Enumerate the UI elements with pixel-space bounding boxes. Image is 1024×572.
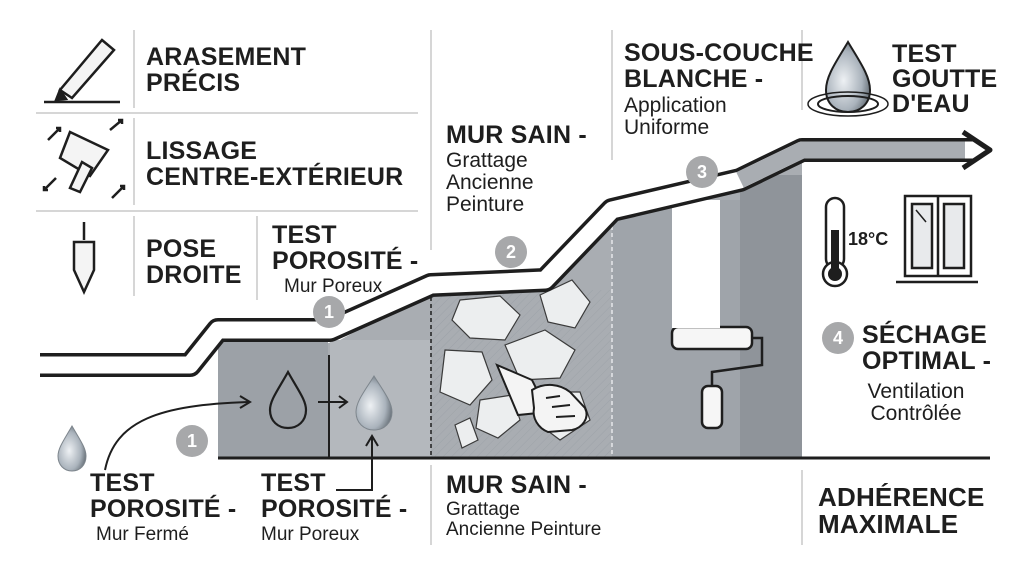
step-badge-1-top: 1 xyxy=(313,296,345,328)
undercoat-stripe xyxy=(672,200,720,328)
temperature-label: 18°C xyxy=(848,229,889,249)
step-drying: SÉCHAGE OPTIMAL - xyxy=(862,321,992,376)
step-porosity-top: TEST POROSITÉ - Mur Poreux xyxy=(272,221,419,297)
step-sound-wall-top: MUR SAIN - Grattage Ancienne Peinture xyxy=(446,121,587,217)
trowel-icon xyxy=(42,118,126,199)
result-max-adhesion: ADHÉRENCE MAXIMALE xyxy=(818,482,985,540)
step-undercoat: SOUS-COUCHE BLANCHE - Application Unifor… xyxy=(624,39,814,139)
sidebar-item-arasement: ARASEMENT PRÉCIS xyxy=(146,43,307,98)
bottom-porous-wall: TEST POROSITÉ - Mur Poreux xyxy=(261,469,408,545)
step-drying-subtitle: Ventilation Contrôlée xyxy=(867,380,965,426)
sidebar-item-pose: POSE DROITE xyxy=(146,235,242,290)
scraper-hand-icon xyxy=(495,363,588,434)
step-badge-3: 3 xyxy=(686,156,718,188)
utility-knife-icon xyxy=(44,38,120,104)
paint-roller-icon xyxy=(670,325,764,430)
window-icon xyxy=(896,194,978,284)
plumb-bob-icon xyxy=(72,222,96,296)
step-water-drop-test: TEST GOUTTE D'EAU xyxy=(892,40,998,118)
bottom-closed-wall: TEST POROSITÉ - Mur Fermé xyxy=(90,469,237,545)
step-badge-2: 2 xyxy=(495,236,527,268)
bottom-badge-1: 1 xyxy=(176,425,208,457)
water-drop-bead-icon xyxy=(57,424,87,472)
water-drop-absorbed-icon xyxy=(355,375,393,431)
step-badge-4: 4 xyxy=(822,322,854,354)
water-drop-outline-icon xyxy=(268,369,308,430)
stepped-process-path xyxy=(40,129,993,377)
flow-arrows xyxy=(104,395,379,491)
water-drop-ripple-icon xyxy=(807,40,889,117)
sidebar-grid xyxy=(36,30,803,545)
sidebar-item-lissage: LISSAGE CENTRE-EXTÉRIEUR xyxy=(146,137,404,192)
bottom-sound-wall: MUR SAIN - Grattage Ancienne Peinture xyxy=(446,471,602,541)
thermometer-icon xyxy=(821,196,849,288)
